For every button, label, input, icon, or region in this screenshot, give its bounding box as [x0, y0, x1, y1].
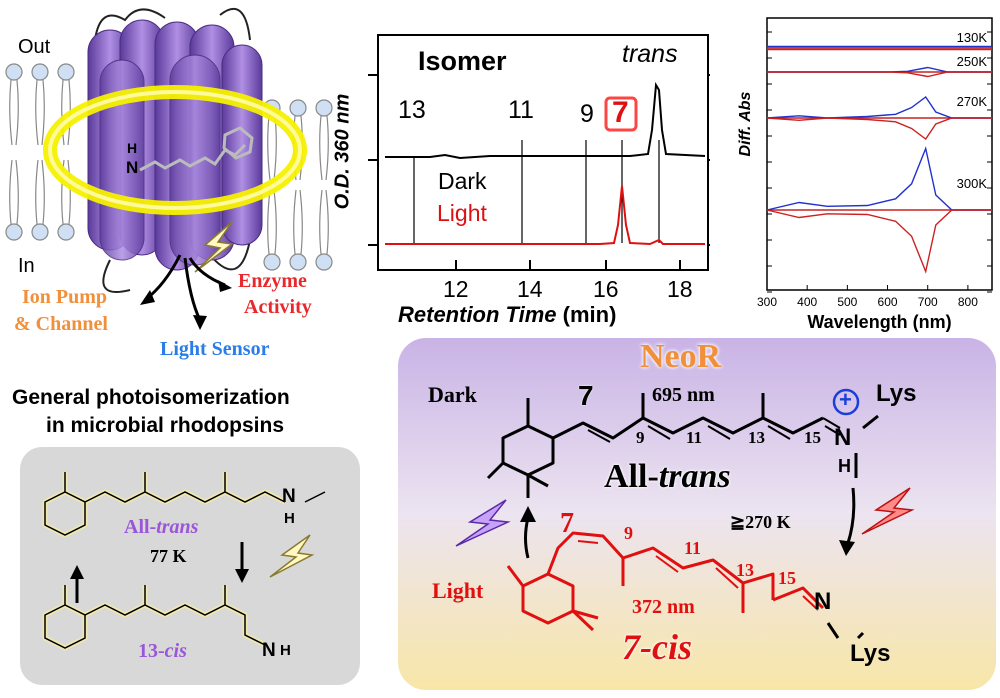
- diff-series-label: 250K: [957, 54, 988, 69]
- neor-num-11-top: 11: [686, 428, 703, 447]
- hplc-isomer-11: 11: [508, 96, 534, 124]
- hplc-trans-label: trans: [622, 40, 678, 68]
- neor-plus: +: [839, 387, 852, 412]
- general-nh-bottom-n: N: [262, 640, 276, 661]
- general-13-cis: 13-cis: [138, 640, 187, 662]
- diff-series-red-270K: [766, 117, 992, 140]
- neor-dark-label: Dark: [428, 382, 477, 407]
- hplc-isomer-7: 7: [612, 96, 629, 129]
- lightning-icon-red: [861, 487, 915, 535]
- hplc-tick-12: 12: [443, 276, 469, 302]
- hplc-dark-label: Dark: [438, 168, 487, 194]
- diff-ylabel: Diff. Abs: [737, 91, 754, 156]
- pathway-ion-pump: Ion Pump: [22, 286, 108, 308]
- diff-series-label: 270K: [957, 94, 988, 109]
- hplc-isomer-9: 9: [580, 100, 594, 128]
- neor-num-9-top: 9: [636, 428, 645, 447]
- pathway-activity: Activity: [244, 296, 312, 318]
- hplc-chart: [368, 34, 710, 271]
- diff-xtick-label: 500: [837, 295, 857, 309]
- neor-lys-bottom: Lys: [850, 640, 891, 667]
- neor-7-cis: 7-cis: [622, 627, 692, 667]
- hplc-tick-14: 14: [517, 276, 543, 302]
- diff-xtick-label: 400: [797, 295, 817, 309]
- out-label: Out: [18, 36, 51, 58]
- neor-num-15-bottom: 15: [778, 568, 796, 588]
- neor-threshold: ≧270 K: [730, 512, 791, 532]
- neor-num-11-bottom: 11: [684, 538, 702, 558]
- hplc-tick-16: 16: [593, 276, 619, 302]
- hplc-isomer-13: 13: [398, 96, 426, 124]
- in-label: In: [18, 255, 35, 277]
- lightning-icon-violet: [455, 499, 511, 547]
- lightning-icon-general: [269, 534, 315, 578]
- pathway-arrows: [144, 254, 226, 321]
- neor-num-7-bottom: 7: [560, 508, 574, 539]
- chromophore-n: N: [126, 158, 139, 177]
- general-scheme: [20, 447, 360, 685]
- general-title-line1: General photoisomerization: [12, 386, 290, 409]
- lightning-icon: [194, 221, 234, 273]
- general-nh-top-h: H: [284, 510, 295, 527]
- neor-num-13-top: 13: [748, 428, 765, 447]
- neor-lys-top: Lys: [876, 380, 917, 407]
- hplc-light-label: Light: [437, 200, 487, 226]
- pathway-light-sensor: Light Sensor: [160, 338, 270, 360]
- neor-title: NeoR: [640, 338, 722, 375]
- neor-num-9-bottom: 9: [624, 523, 633, 543]
- diff-series-label: 130K: [957, 30, 988, 45]
- light-trace: [385, 185, 705, 246]
- neor-num-15-top: 15: [804, 428, 821, 447]
- neor-all-trans: All-trans: [604, 458, 731, 495]
- neor-h-top: H: [838, 456, 851, 476]
- general-temperature: 77 K: [150, 546, 187, 566]
- membrane-illustration: [5, 7, 333, 330]
- neor-num-13-bottom: 13: [736, 560, 754, 580]
- neor-wavelength-light: 372 nm: [632, 596, 695, 618]
- general-nh-top-n: N: [282, 486, 296, 507]
- neor-wavelength-dark: 695 nm: [652, 384, 715, 406]
- diff-series-red-300K: [766, 209, 992, 274]
- diff-xtick-label: 700: [918, 295, 938, 309]
- diff-xtick-label: 300: [757, 295, 777, 309]
- diff-series-blue-270K: [766, 96, 992, 119]
- hplc-xlabel: Retention Time (min): [398, 302, 617, 327]
- protein-helices: [87, 19, 263, 271]
- hplc-tick-18: 18: [667, 276, 693, 302]
- lipid-bilayer-left: [5, 63, 75, 241]
- neor-light-label: Light: [432, 578, 484, 603]
- general-title-line2: in microbial rhodopsins: [46, 414, 285, 437]
- pathway-channel: & Channel: [14, 313, 108, 335]
- neor-n-bottom: N: [814, 588, 832, 615]
- pathway-enzyme: Enzyme: [238, 270, 307, 292]
- diff-xtick-label: 800: [958, 295, 978, 309]
- dark-trace: [385, 81, 706, 160]
- diff-xtick-label: 600: [878, 295, 898, 309]
- general-nh-bottom-h: H: [280, 642, 291, 659]
- difference-spectra-chart: 300 400 500 600 700 800 130K 250K 270K 300K Wavele…: [737, 17, 993, 332]
- neor-n-top: N: [834, 424, 852, 451]
- chromophore-h: H: [127, 140, 138, 156]
- neor-num-7-top: 7: [578, 380, 594, 411]
- diff-xlabel: Wavelength (nm): [807, 312, 951, 332]
- diff-series-red-250K: [767, 71, 992, 78]
- neor-scheme: [398, 338, 996, 690]
- diff-plot-frame: [766, 17, 993, 291]
- hplc-ylabel: O.D. 360 nm: [331, 93, 354, 210]
- diff-series-label: 300K: [957, 176, 988, 191]
- hplc-isomer-label: Isomer: [418, 46, 507, 76]
- diff-series-blue-300K: [766, 146, 992, 211]
- general-all-trans: All-trans: [124, 516, 199, 538]
